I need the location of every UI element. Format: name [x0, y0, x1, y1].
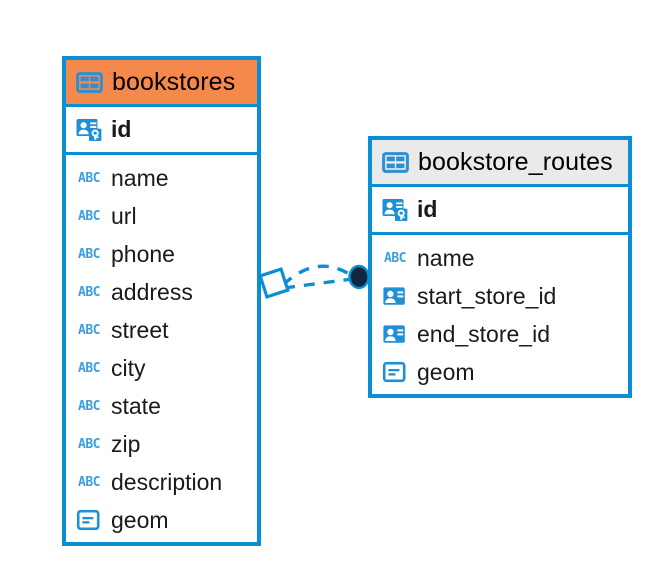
field-row-end-store-id[interactable]: end_store_id	[372, 315, 628, 353]
foreign-key-icon	[383, 287, 405, 305]
field-label: start_store_id	[417, 282, 557, 309]
field-label: geom	[417, 358, 475, 385]
field-label: state	[111, 392, 161, 419]
field-label: id	[111, 116, 132, 142]
field-row-start-store-id[interactable]: start_store_id	[372, 277, 628, 315]
abc-icon: ABC	[384, 250, 406, 266]
primary-key-icon	[76, 118, 102, 141]
abc-icon: ABC	[78, 284, 100, 300]
field-label: id	[417, 196, 438, 222]
circle-endpoint[interactable]	[348, 264, 370, 290]
table-icon	[382, 151, 409, 173]
field-label: description	[111, 468, 223, 495]
abc-icon: ABC	[78, 208, 100, 224]
entity-header-bookstores[interactable]: bookstores	[66, 60, 257, 107]
field-row-zip[interactable]: ABC zip	[66, 425, 257, 463]
entity-table-bookstores[interactable]: bookstores id ABC name ABC	[62, 56, 261, 546]
geometry-icon	[382, 361, 406, 383]
foreign-key-icon	[383, 325, 405, 343]
field-row-name[interactable]: ABC name	[66, 159, 257, 197]
relationship-line-upper	[281, 264, 355, 287]
field-row-name[interactable]: ABC name	[372, 239, 628, 277]
entity-table-bookstore-routes[interactable]: bookstore_routes id ABC name	[368, 136, 632, 398]
field-list: ABC name ABC url ABC phone ABC address A…	[66, 155, 257, 545]
relationship-line-lower	[283, 277, 353, 290]
field-row-description[interactable]: ABC description	[66, 463, 257, 501]
abc-icon: ABC	[78, 436, 100, 452]
abc-icon: ABC	[78, 322, 100, 338]
field-label: end_store_id	[417, 320, 550, 347]
abc-icon: ABC	[78, 474, 100, 490]
field-row-primary-key[interactable]: id	[66, 107, 257, 155]
field-row-street[interactable]: ABC street	[66, 311, 257, 349]
field-list: ABC name start_store_id	[372, 235, 628, 397]
field-label: address	[111, 278, 193, 305]
field-label: name	[111, 164, 169, 191]
geometry-icon	[76, 509, 100, 531]
table-icon	[76, 71, 103, 93]
field-row-city[interactable]: ABC city	[66, 349, 257, 387]
entity-title: bookstores	[112, 67, 236, 96]
primary-key-icon	[382, 198, 408, 221]
field-label: name	[417, 244, 475, 271]
field-row-phone[interactable]: ABC phone	[66, 235, 257, 273]
abc-icon: ABC	[78, 398, 100, 414]
field-label: geom	[111, 506, 169, 533]
field-row-address[interactable]: ABC address	[66, 273, 257, 311]
field-label: street	[111, 316, 169, 343]
abc-icon: ABC	[78, 246, 100, 262]
field-row-primary-key[interactable]: id	[372, 187, 628, 235]
field-label: city	[111, 354, 146, 381]
field-row-state[interactable]: ABC state	[66, 387, 257, 425]
field-row-geom[interactable]: geom	[66, 501, 257, 539]
field-label: zip	[111, 430, 141, 457]
diamond-endpoint[interactable]	[258, 267, 290, 299]
field-row-url[interactable]: ABC url	[66, 197, 257, 235]
abc-icon: ABC	[78, 360, 100, 376]
field-label: phone	[111, 240, 175, 267]
entity-title: bookstore_routes	[418, 147, 613, 176]
field-label: url	[111, 202, 137, 229]
abc-icon: ABC	[78, 170, 100, 186]
entity-header-bookstore-routes[interactable]: bookstore_routes	[372, 140, 628, 187]
field-row-geom[interactable]: geom	[372, 353, 628, 391]
